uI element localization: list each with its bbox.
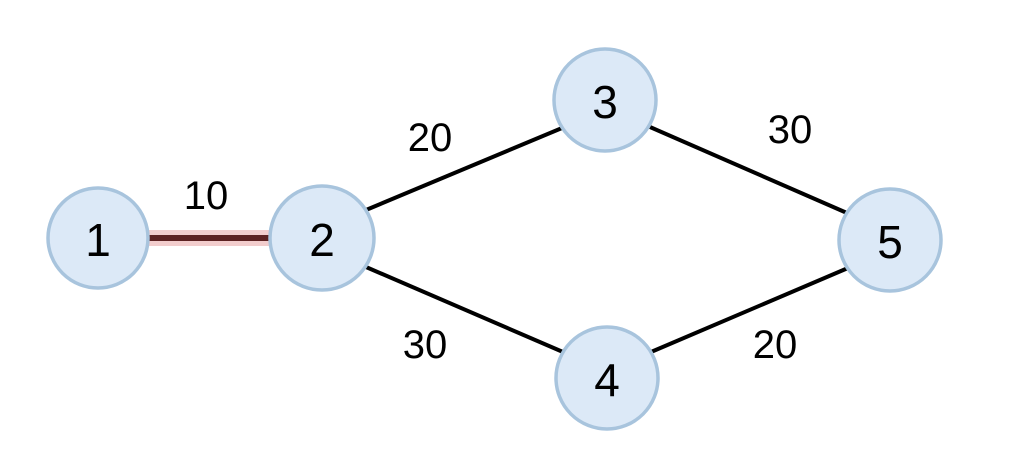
node-3-circle[interactable] (552, 47, 658, 153)
node-1[interactable]: 1 (46, 186, 150, 290)
node-5[interactable]: 5 (837, 187, 943, 293)
node-3[interactable]: 3 (552, 47, 658, 153)
node-4-circle[interactable] (554, 325, 660, 431)
edge-weight-3-5: 30 (768, 108, 813, 152)
node-5-circle[interactable] (837, 187, 943, 293)
node-1-circle[interactable] (46, 186, 150, 290)
edge-weight-1-2: 10 (184, 174, 229, 218)
edge-group-plain (365, 125, 849, 354)
edge-3-5[interactable] (649, 125, 848, 215)
node-2[interactable]: 2 (268, 184, 376, 292)
node-5-label: 5 (877, 216, 903, 268)
edge-4-5[interactable] (650, 266, 849, 354)
node-1-label: 1 (85, 214, 111, 266)
edge-2-4[interactable] (365, 265, 564, 354)
node-2-label: 2 (309, 214, 335, 266)
edge-weight-2-4: 30 (403, 323, 448, 367)
node-4-label: 4 (594, 354, 620, 406)
node-4[interactable]: 4 (554, 325, 660, 431)
node-3-label: 3 (592, 76, 618, 128)
node-2-circle[interactable] (268, 184, 376, 292)
edge-2-3[interactable] (365, 126, 563, 212)
edge-weight-4-5: 20 (753, 323, 798, 367)
edge-label-group: 10 20 30 30 20 (184, 108, 813, 367)
edge-weight-2-3: 20 (408, 116, 453, 160)
node-group: 1 2 3 4 5 (46, 47, 943, 431)
